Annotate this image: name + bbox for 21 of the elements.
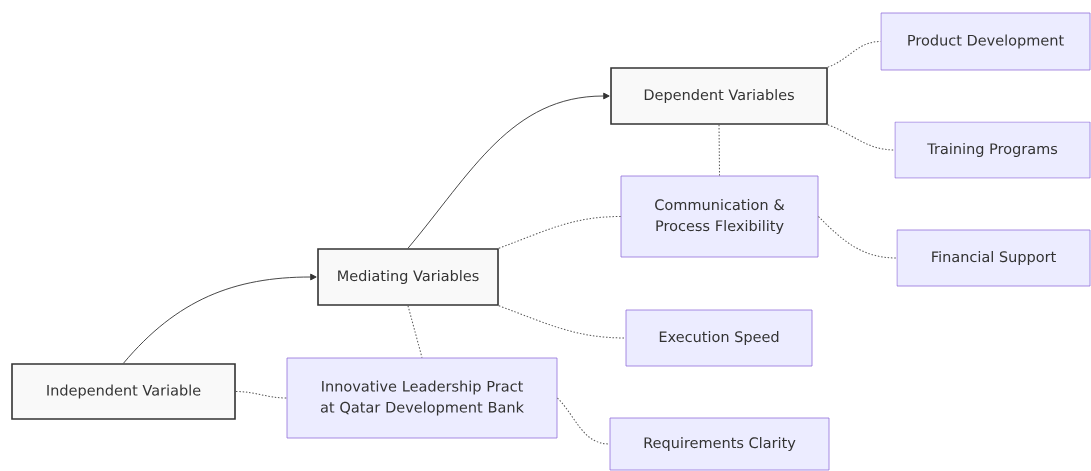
- dotted-connector: [827, 41, 882, 68]
- item-box: Product Development: [880, 12, 1091, 71]
- variable-box: Mediating Variables: [317, 248, 499, 306]
- dotted-connector: [827, 124, 896, 151]
- dotted-connector: [235, 391, 288, 399]
- item-box: Financial Support: [896, 229, 1091, 287]
- item-box: Communication & Process Flexibility: [620, 175, 819, 258]
- dotted-connector: [718, 124, 720, 177]
- variable-box: Independent Variable: [11, 363, 236, 420]
- dotted-connector: [817, 216, 898, 259]
- item-box: Requirements Clarity: [609, 417, 830, 471]
- arrow: [123, 273, 317, 364]
- dotted-connector: [407, 305, 423, 359]
- dotted-connector: [498, 305, 627, 339]
- item-box: Innovative Leadership Pract at Qatar Development Bank: [286, 357, 558, 439]
- dotted-connector: [498, 216, 622, 249]
- variable-box: Dependent Variables: [610, 67, 828, 125]
- arrow: [407, 92, 610, 249]
- item-box: Execution Speed: [625, 309, 813, 367]
- dotted-connector: [556, 397, 611, 445]
- item-box: Training Programs: [894, 121, 1091, 179]
